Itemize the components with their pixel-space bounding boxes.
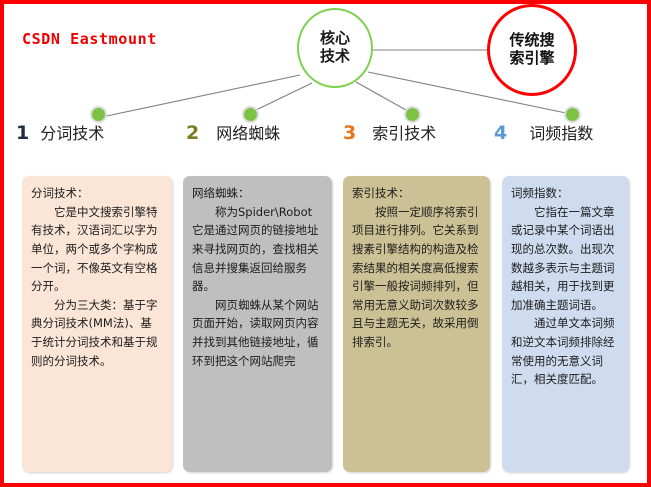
step-number-3: 3	[343, 122, 357, 144]
node-dot-2[interactable]	[242, 106, 259, 123]
connector-core-to-node2	[255, 82, 313, 111]
step-text-4: 词频指数	[529, 124, 594, 143]
step-label-4[interactable]: 4 词频指数	[494, 120, 593, 144]
node-dot-1[interactable]	[90, 106, 107, 123]
content-box-para1-4: 它指在一篇文章或记录中某个词语出现的总次数。出现次数越多表示与主题词越相关，用于…	[511, 204, 615, 312]
step-text-3: 索引技术	[372, 124, 437, 143]
content-box-para1-1: 它是中文搜索引擎特有技术，汉语词汇以字为单位，两个或多个字构成一个词，不像英文有…	[31, 204, 158, 294]
step-text-2: 网络蜘蛛	[216, 124, 281, 143]
content-box-para2-2: 网页蜘蛛从某个网站页面开始，读取网页内容并找到其他链接地址，循环到把这个网站爬完	[192, 297, 319, 368]
node-dot-4[interactable]	[564, 106, 581, 123]
content-box-para1-2: 称为Spider\Robot它是通过网页的链接地址来寻找网页的，查找相关信息并搜…	[192, 204, 319, 294]
content-box-spider[interactable]: 网络蜘蛛： 称为Spider\Robot它是通过网页的链接地址来寻找网页的，查找…	[183, 176, 332, 472]
connector-core-to-node3	[355, 81, 407, 111]
connector-core-to-node1	[101, 74, 301, 118]
step-number-2: 2	[186, 122, 200, 144]
content-box-title-2: 网络蜘蛛：	[192, 186, 250, 200]
core-technology-node[interactable]: 核心技术	[297, 8, 373, 88]
step-label-2[interactable]: 2 网络蜘蛛	[186, 120, 280, 144]
step-label-1[interactable]: 1 分词技术	[16, 120, 104, 144]
content-box-title-4: 词频指数：	[511, 186, 569, 200]
content-box-segmentation[interactable]: 分词技术： 它是中文搜索引擎特有技术，汉语词汇以字为单位，两个或多个字构成一个词…	[22, 176, 172, 472]
content-box-para2-4: 通过单文本词频和逆文本词频排除经常使用的无意义词汇，相关度匹配。	[511, 316, 615, 387]
content-box-term-frequency[interactable]: 词频指数： 它指在一篇文章或记录中某个词语出现的总次数。出现次数越多表示与主题词…	[502, 176, 629, 472]
content-box-title-3: 索引技术：	[352, 186, 410, 200]
traditional-search-engine-node[interactable]: 传统搜索引擎	[487, 4, 577, 96]
content-box-index[interactable]: 索引技术： 按照一定顺序将索引项目进行排列。它关系到搜素引擎结构的构造及检索结果…	[343, 176, 490, 472]
core-technology-label: 核心技术	[319, 29, 350, 65]
content-box-para1-3: 按照一定顺序将索引项目进行排列。它关系到搜素引擎结构的构造及检索结果的相关度高低…	[352, 204, 479, 349]
step-label-3[interactable]: 3 索引技术	[343, 120, 436, 144]
content-box-title-1: 分词技术：	[31, 186, 89, 200]
step-number-1: 1	[16, 122, 30, 144]
node-dot-3[interactable]	[404, 106, 421, 123]
step-number-4: 4	[494, 122, 508, 144]
connector-core-to-node4	[367, 71, 567, 114]
traditional-search-engine-label: 传统搜索引擎	[509, 31, 555, 67]
step-text-1: 分词技术	[40, 124, 105, 143]
watermark-text: CSDN Eastmount	[22, 30, 157, 48]
content-box-para2-1: 分为三大类：基于字典分词技术(MM法)、基于统计分词技术和基于规则的分词技术。	[31, 297, 158, 368]
